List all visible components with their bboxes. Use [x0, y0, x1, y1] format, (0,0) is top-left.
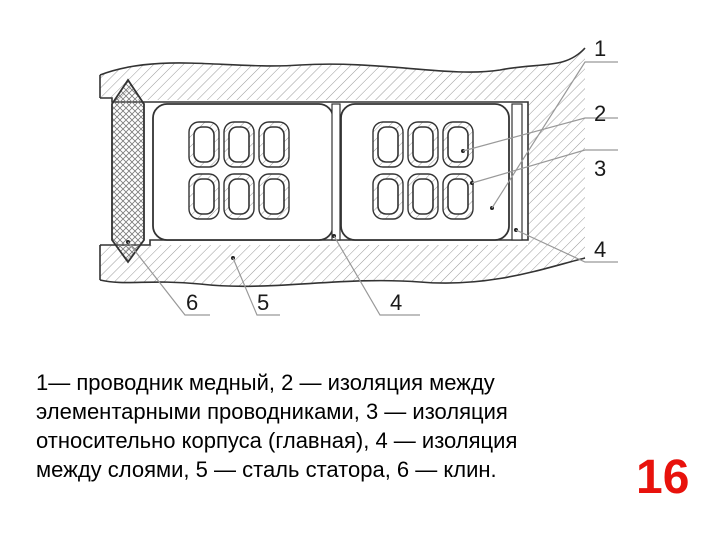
callout-4-bottom: 4	[390, 290, 402, 315]
copper-conductor	[263, 178, 285, 215]
conductor-group-right	[372, 121, 474, 220]
slide-number: 16	[636, 451, 690, 504]
caption-line-1: 1— проводник медный, 2 — изоляция между	[36, 370, 495, 395]
callout-1: 1	[594, 36, 606, 61]
caption-line-2: элементарными проводниками, 3 — изоляция	[36, 399, 508, 424]
callout-6: 6	[186, 290, 198, 315]
copper-conductor	[412, 126, 434, 163]
caption-line-3: относительно корпуса (главная), 4 — изол…	[36, 428, 518, 453]
copper-conductor	[228, 126, 250, 163]
callout-3: 3	[594, 156, 606, 181]
interlayer-spacer-right	[511, 103, 523, 241]
copper-conductor	[377, 126, 399, 163]
callout-4-right: 4	[594, 237, 606, 262]
leader-lines	[127, 61, 618, 316]
callout-2: 2	[594, 101, 606, 126]
interlayer-spacer-middle	[331, 103, 341, 241]
caption: 1— проводник медный, 2 — изоляция между …	[36, 368, 666, 484]
stator-slot-diagram: 1 2 3 4 6 5 4	[99, 36, 618, 316]
copper-conductor	[193, 178, 215, 215]
copper-conductor	[193, 126, 215, 163]
copper-conductor	[377, 178, 399, 215]
copper-conductor	[263, 126, 285, 163]
copper-conductor	[447, 126, 469, 163]
conductor-group-left	[188, 121, 290, 220]
callout-5: 5	[257, 290, 269, 315]
copper-conductor	[412, 178, 434, 215]
copper-conductor	[447, 178, 469, 215]
wedge	[111, 78, 145, 264]
copper-conductor	[228, 178, 250, 215]
caption-line-4: между слоями, 5 — сталь статора, 6 — кли…	[36, 457, 497, 482]
